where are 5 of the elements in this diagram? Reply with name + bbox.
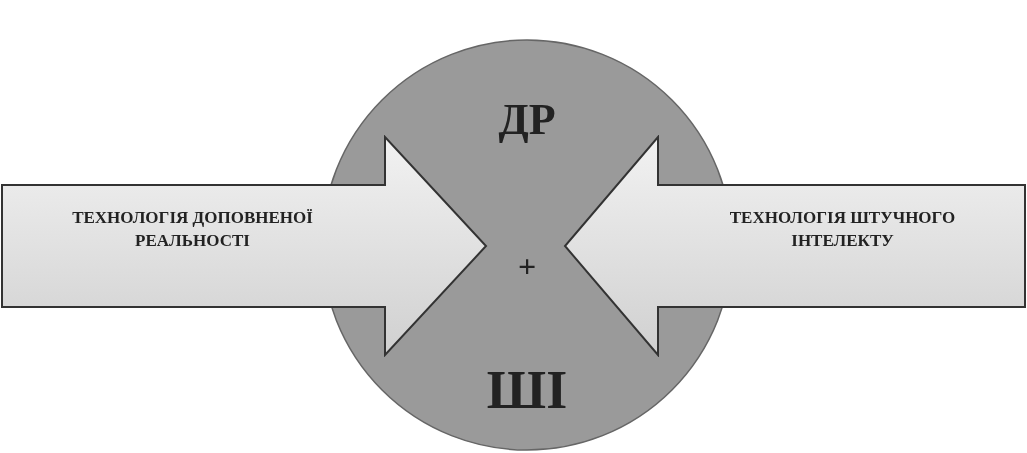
arrow-label: ТЕХНОЛОГІЯ ДОПОВНЕНОЇ РЕАЛЬНОСТІ (71, 207, 314, 252)
circle-heading: ДР (498, 98, 556, 142)
arrow-label: ТЕХНОЛОГІЯ ШТУЧНОГО ІНТЕЛЕКТУ (728, 207, 957, 252)
plus-sign: + (517, 250, 537, 282)
circle-heading: ШІ (486, 363, 568, 417)
